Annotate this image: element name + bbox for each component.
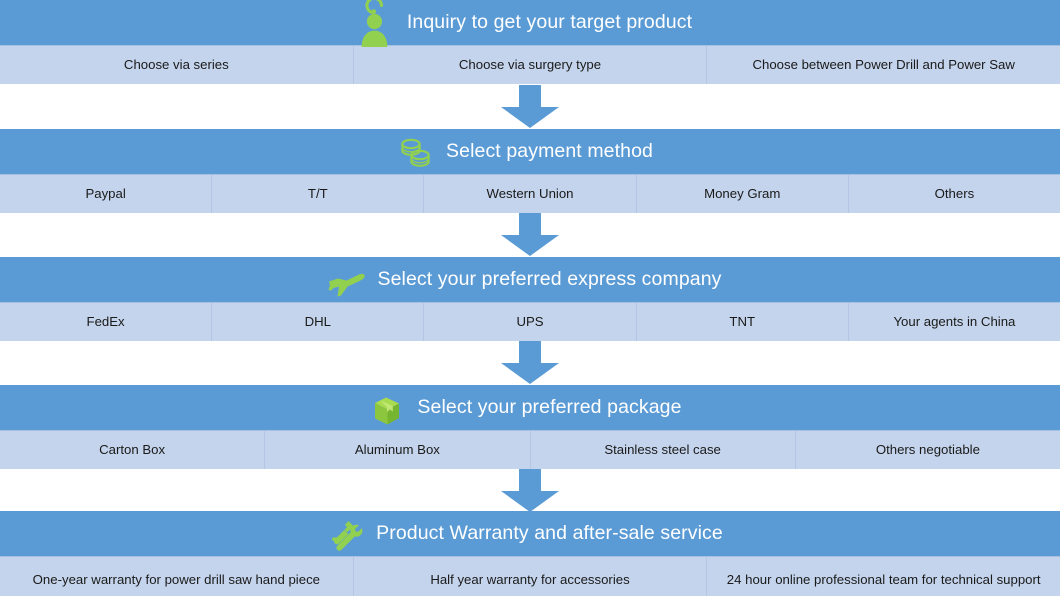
step-options-row: Paypal T/T Western Union Money Gram Othe… — [0, 174, 1060, 213]
option-one-year-warranty-hand-piece[interactable]: One-year warranty for power drill saw ha… — [32, 571, 320, 587]
package-box-icon — [366, 383, 408, 435]
option-dhl[interactable]: DHL — [211, 303, 423, 341]
flow-step-payment: Select payment method Paypal T/T Western… — [0, 129, 1060, 213]
option-stainless-steel-case[interactable]: Stainless steel case — [529, 431, 795, 469]
option-paypal[interactable]: Paypal — [85, 186, 126, 202]
option-choose-via-series[interactable]: Choose via series — [123, 57, 229, 73]
option-others[interactable]: Others — [847, 175, 1060, 213]
step-title: Select your preferred package — [417, 395, 682, 418]
option-half-year-warranty-accessories[interactable]: Half year warranty for accessories — [352, 557, 707, 596]
step-title: Select payment method — [446, 139, 653, 162]
step-header-bar: Select your preferred package — [0, 385, 1060, 430]
step-title: Select your preferred express company — [377, 267, 722, 290]
option-ups[interactable]: UPS — [423, 303, 635, 341]
hammer-wrench-icon — [325, 509, 367, 561]
step-header-bar: Product Warranty and after-sale service — [0, 511, 1060, 556]
flow-step-package: Select your preferred package Carton Box… — [0, 385, 1060, 469]
step-options-row: FedEx DHL UPS TNT Your agents in China — [0, 302, 1060, 341]
option-aluminum-box[interactable]: Aluminum Box — [264, 431, 529, 469]
option-24-hour-online-support[interactable]: 24 hour online professional team for tec… — [706, 557, 1060, 596]
step-title: Inquiry to get your target product — [406, 10, 693, 33]
airplane-icon — [326, 255, 368, 307]
option-choose-power-drill-or-saw[interactable]: Choose between Power Drill and Power Saw — [706, 46, 1060, 84]
step-header-bar: Inquiry to get your target product — [0, 0, 1060, 47]
option-tt[interactable]: T/T — [211, 175, 423, 213]
coins-stack-icon — [395, 127, 437, 179]
flow-step-express: Select your preferred express company Fe… — [0, 257, 1060, 341]
step-options-row: Carton Box Aluminum Box Stainless steel … — [0, 430, 1060, 469]
step-header-bar: Select your preferred express company — [0, 257, 1060, 302]
down-arrow-3 — [0, 341, 1060, 385]
option-money-gram[interactable]: Money Gram — [635, 175, 848, 213]
option-choose-via-surgery-type[interactable]: Choose via surgery type — [352, 46, 707, 84]
flow-step-inquiry: Inquiry to get your target product Choos… — [0, 0, 1060, 84]
flow-step-warranty: Product Warranty and after-sale service … — [0, 511, 1060, 596]
down-arrow-2 — [0, 213, 1060, 257]
option-fedex[interactable]: FedEx — [86, 314, 125, 330]
option-western-union[interactable]: Western Union — [423, 175, 635, 213]
option-tnt[interactable]: TNT — [635, 303, 848, 341]
step-options-row: One-year warranty for power drill saw ha… — [0, 556, 1060, 596]
option-your-agents-in-china[interactable]: Your agents in China — [847, 303, 1060, 341]
step-header-bar: Select payment method — [0, 129, 1060, 174]
headset-person-icon — [356, 0, 398, 50]
down-arrow-1 — [0, 85, 1060, 129]
step-options-row: Choose via series Choose via surgery typ… — [0, 45, 1060, 84]
step-title: Product Warranty and after-sale service — [376, 521, 723, 544]
option-carton-box[interactable]: Carton Box — [99, 442, 166, 458]
option-others-negotiable[interactable]: Others negotiable — [794, 431, 1060, 469]
down-arrow-4 — [0, 469, 1060, 513]
